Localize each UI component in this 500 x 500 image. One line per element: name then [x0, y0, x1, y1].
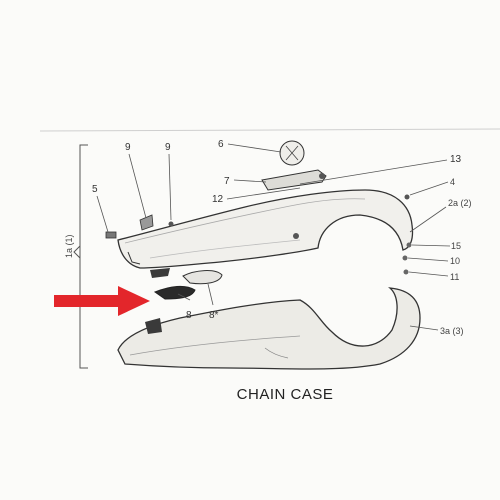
- part-9a: [139, 214, 154, 231]
- part-10: [402, 255, 408, 261]
- part-8-star: [182, 270, 223, 285]
- part-6-cap: [279, 140, 305, 166]
- part-4: [404, 194, 410, 200]
- leader-lines: [96, 143, 451, 331]
- part-15: [406, 242, 412, 248]
- diagram-caption: CHAIN CASE: [236, 386, 334, 403]
- label-9a: 9: [125, 142, 131, 153]
- part-7-bolt: [261, 169, 327, 191]
- label-13: 13: [450, 154, 462, 165]
- upper-chain-case: [117, 189, 414, 269]
- group-bracket: [79, 144, 88, 369]
- label-3a: 3a (3): [440, 326, 464, 336]
- label-11: 11: [450, 272, 459, 282]
- part-5: [105, 231, 117, 239]
- part-tab: [150, 268, 170, 278]
- part-9b: [168, 221, 174, 227]
- label-4: 4: [450, 177, 455, 187]
- red-arrow-icon: [54, 286, 150, 316]
- label-8: 8: [186, 310, 192, 321]
- label-12: 12: [212, 194, 224, 205]
- part-11: [403, 269, 409, 275]
- scan-line: [39, 128, 500, 132]
- part-8: [153, 285, 196, 300]
- lower-chain-case: [117, 287, 421, 370]
- label-15: 15: [451, 241, 461, 251]
- label-2a: 2a (2): [448, 198, 472, 208]
- label-1a: 1a (1): [64, 234, 74, 258]
- label-8-star: 8*: [209, 310, 219, 321]
- label-10: 10: [450, 256, 460, 266]
- label-7: 7: [224, 176, 230, 187]
- label-5: 5: [92, 184, 98, 195]
- bracket-notch: [73, 245, 81, 259]
- label-6: 6: [218, 139, 224, 150]
- label-9b: 9: [165, 142, 171, 153]
